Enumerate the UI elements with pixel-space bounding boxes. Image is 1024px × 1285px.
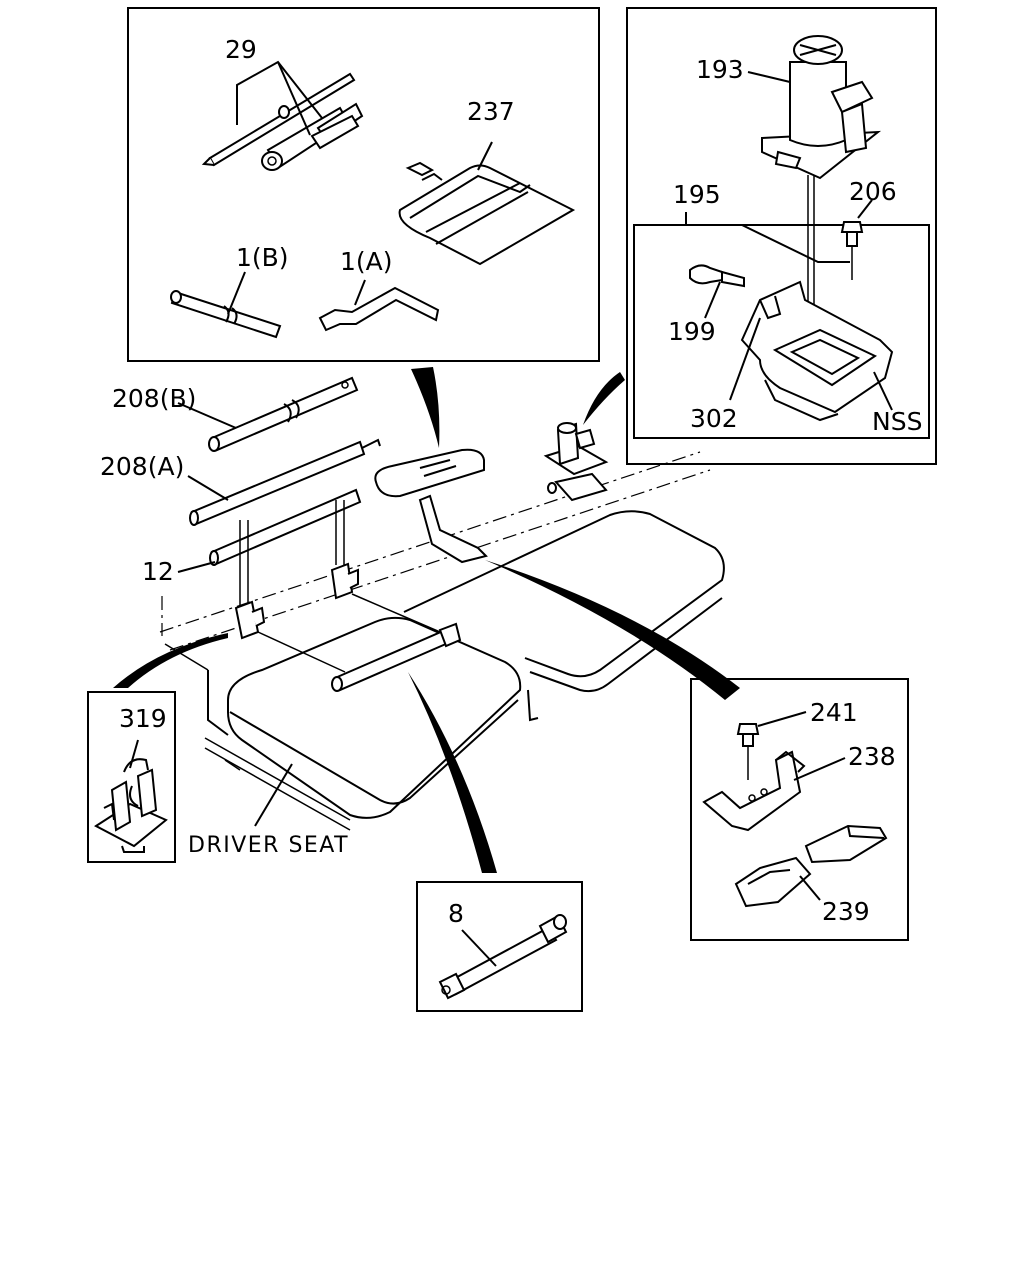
bolt-206 — [840, 199, 873, 280]
jack-main — [543, 422, 609, 502]
label-302: 302 — [690, 404, 738, 433]
label-12: 12 — [142, 557, 174, 586]
label-319: 319 — [119, 704, 167, 733]
leader-302 — [729, 317, 761, 401]
rod-holders — [234, 500, 441, 673]
bracket-238-body — [702, 750, 802, 832]
leader-238 — [793, 757, 846, 781]
leader-8 — [461, 929, 497, 967]
wrench-8-bar — [446, 926, 558, 996]
strap-239-upper — [804, 824, 888, 864]
leader-241 — [757, 711, 807, 727]
extension-bar-208b-body — [210, 376, 359, 452]
holder-319 — [94, 739, 168, 853]
callout-arc-tools — [411, 367, 440, 448]
leader-12 — [177, 561, 216, 573]
jack-bracket-inner-box — [633, 224, 930, 439]
tool-bag-installed — [374, 448, 485, 498]
label-199: 199 — [668, 317, 716, 346]
passenger-seat-cushion — [403, 510, 725, 678]
leader-driver-seat — [254, 763, 293, 827]
extension-bar-208b — [177, 376, 359, 452]
wrench-detail-box — [416, 881, 583, 1012]
leader-1b — [227, 271, 246, 315]
leader-1a — [354, 279, 366, 306]
label-8: 8 — [448, 899, 464, 928]
jack-bracket-302 — [729, 280, 894, 422]
bracket-238 — [702, 750, 846, 832]
label-241: 241 — [810, 698, 858, 727]
callout-arc-bracket — [485, 560, 740, 700]
handle-1b-bar — [170, 290, 282, 339]
label-1b: 1(B) — [236, 243, 289, 272]
bolt-241 — [736, 711, 807, 780]
strap-239 — [734, 824, 888, 908]
label-208b: 208(B) — [112, 384, 196, 413]
leader-237 — [477, 141, 493, 171]
strap-bracket — [418, 494, 488, 564]
wing-bolt-199 — [689, 264, 745, 319]
label-1a: 1(A) — [340, 247, 393, 276]
driver-seat-cushion — [227, 616, 522, 819]
handle-1a-bar — [318, 286, 440, 332]
label-driver-seat: DRIVER SEAT — [188, 833, 349, 858]
holder-right — [330, 562, 354, 600]
wrench-8 — [438, 914, 568, 1000]
leader-208a — [187, 475, 229, 501]
rod-12 — [177, 488, 362, 573]
label-29: 29 — [225, 35, 257, 64]
label-237: 237 — [467, 97, 515, 126]
jack-tray — [740, 280, 894, 414]
leader-208b — [177, 402, 237, 429]
leader-239 — [799, 875, 821, 901]
leader-nss — [873, 371, 893, 411]
leader-29 — [236, 60, 323, 125]
leader-319 — [129, 739, 139, 769]
callout-arc-holder — [113, 633, 228, 688]
rod-208a — [187, 438, 381, 526]
tool-set-29 — [201, 60, 364, 171]
callout-arc-jack — [583, 372, 625, 425]
tool-bag-main — [374, 448, 488, 564]
jack-detail-box — [626, 7, 937, 465]
label-195: 195 — [673, 180, 721, 209]
label-239: 239 — [822, 897, 870, 926]
bracket-detail-box — [690, 678, 909, 941]
handle-1b — [170, 271, 282, 339]
leader-206 — [857, 199, 873, 219]
label-206: 206 — [849, 177, 897, 206]
holder-detail-box — [87, 691, 176, 863]
label-238: 238 — [848, 742, 896, 771]
leader-193 — [747, 71, 791, 83]
handle-1a — [318, 279, 440, 332]
wrench-main — [331, 622, 462, 692]
leader-199 — [704, 281, 721, 319]
strap-239-buckle — [734, 856, 812, 908]
tool-rod — [208, 72, 356, 167]
tool-bag-237 — [398, 141, 576, 266]
label-193: 193 — [696, 55, 744, 84]
tools-detail-box — [127, 7, 600, 362]
callout-arc-wrench — [408, 672, 497, 873]
label-208a: 208(A) — [100, 452, 184, 481]
label-nss: NSS — [872, 407, 922, 436]
